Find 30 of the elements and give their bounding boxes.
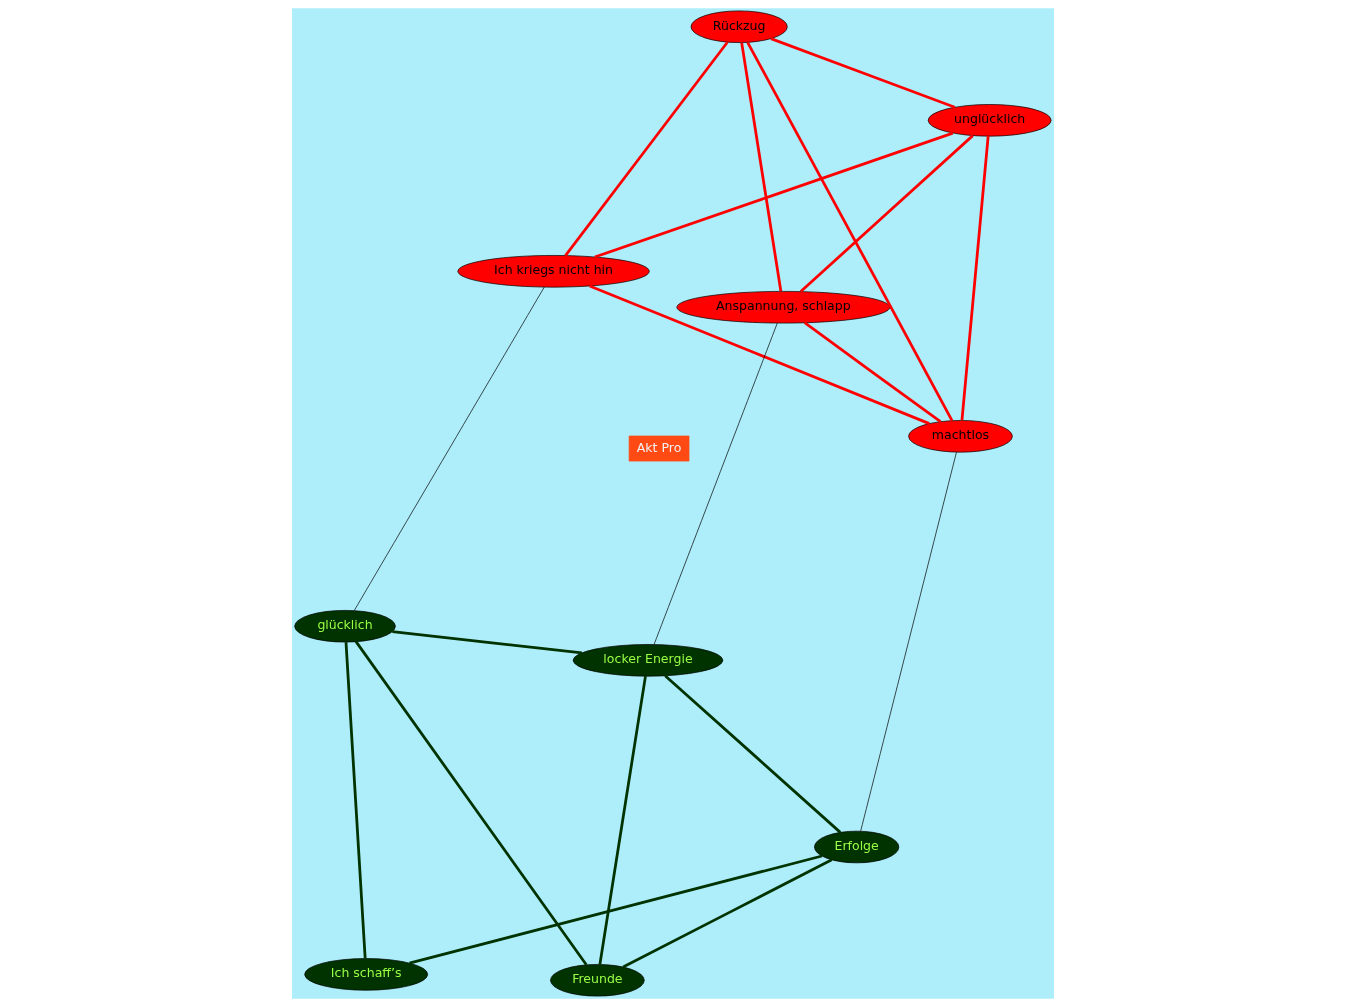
connector xyxy=(622,858,833,969)
connector xyxy=(409,854,823,965)
connector xyxy=(746,41,954,422)
node-ellipse: Rückzug xyxy=(690,10,788,43)
connector xyxy=(354,640,588,966)
connector xyxy=(653,322,778,645)
node-ellipse: Ich schaff’s xyxy=(304,958,428,991)
connector xyxy=(960,136,990,421)
connector xyxy=(770,37,956,109)
connector xyxy=(740,42,783,292)
connector xyxy=(799,134,974,293)
connector xyxy=(392,630,583,655)
node-ellipse: Erfolge xyxy=(814,830,900,864)
connector xyxy=(803,321,942,423)
node-ellipse: glücklich xyxy=(294,610,396,643)
node-ellipse: unglücklich xyxy=(927,104,1052,137)
connector xyxy=(344,642,367,959)
connector xyxy=(860,451,957,832)
node-ellipse: Anspannung, schlapp xyxy=(676,291,891,324)
connector xyxy=(664,674,842,834)
node-ellipse: Freunde xyxy=(550,964,645,997)
connector xyxy=(353,286,545,612)
connector xyxy=(564,41,729,257)
connector xyxy=(594,131,954,259)
connector xyxy=(598,675,647,965)
node-box: Akt Pro xyxy=(628,435,690,462)
node-ellipse: Ich kriegs nicht hin xyxy=(457,255,650,288)
node-ellipse: machtlos xyxy=(908,420,1013,453)
connector xyxy=(589,284,930,425)
node-ellipse: locker Energie xyxy=(572,644,724,677)
